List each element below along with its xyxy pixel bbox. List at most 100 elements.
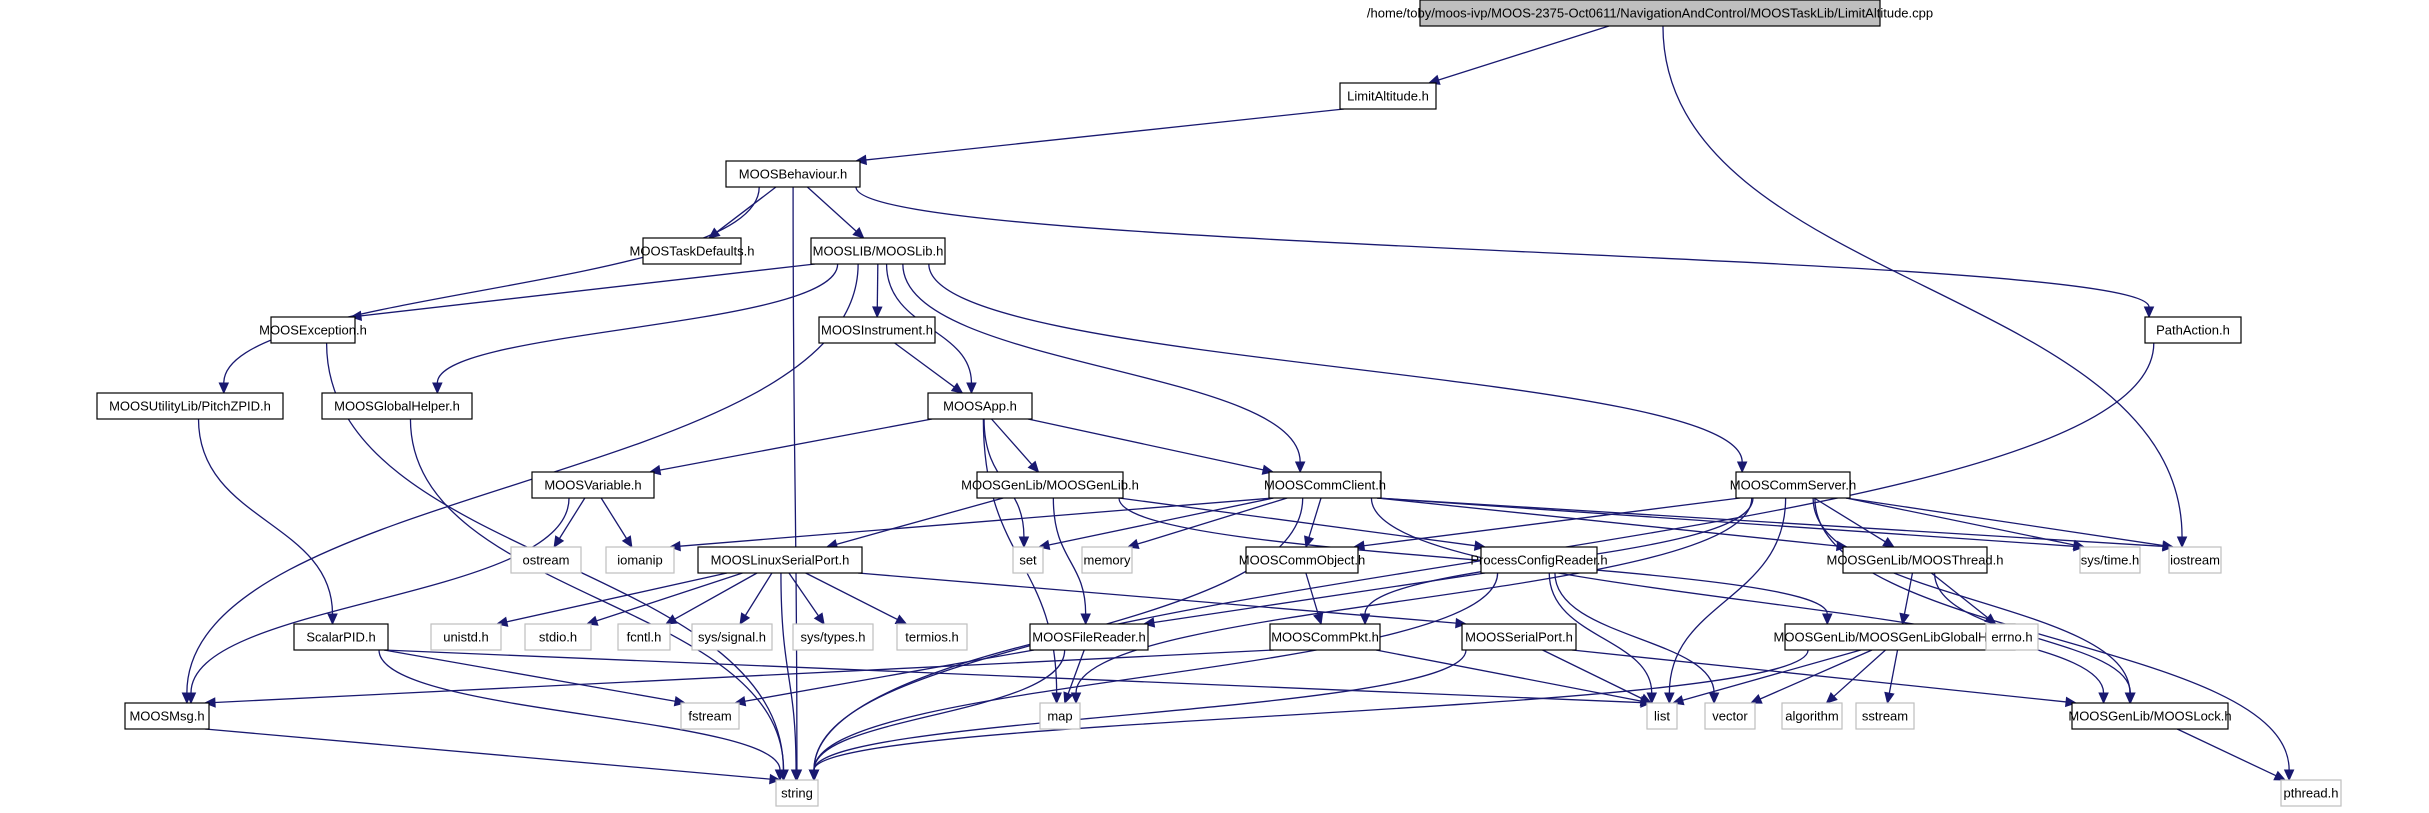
edge-scalarpid-to-fstream <box>383 649 687 707</box>
node-iomanip: iomanip <box>605 546 675 574</box>
arrowhead-icon <box>774 769 786 782</box>
node-box <box>531 471 655 499</box>
node-label: MOOSCommPkt.h <box>1271 630 1379 645</box>
node-limitaltitude[interactable]: LimitAltitude.h <box>1339 82 1437 110</box>
node-moosserialport[interactable]: MOOSSerialPort.h <box>1461 623 1577 651</box>
arrowhead-icon <box>349 310 363 322</box>
node-pitchzpid[interactable]: MOOSUtilityLib/PitchZPID.h <box>96 392 284 420</box>
edge-line <box>1903 572 1914 615</box>
edge-line <box>409 418 785 771</box>
node-pthread: pthread.h <box>2280 779 2342 807</box>
node-box <box>1646 702 1678 730</box>
edge-line <box>1542 649 1643 700</box>
node-mooscommserver[interactable]: MOOSCommServer.h <box>1730 471 1856 499</box>
edge-line <box>805 572 898 621</box>
node-moosinstrument[interactable]: MOOSInstrument.h <box>818 316 936 344</box>
edge-line <box>659 418 933 471</box>
node-box <box>775 779 819 807</box>
node-box <box>524 623 592 651</box>
node-moosvariable[interactable]: MOOSVariable.h <box>531 471 655 499</box>
arrowhead-icon <box>1664 692 1675 705</box>
node-set: set <box>1012 546 1044 574</box>
edge-line <box>1682 649 1862 701</box>
edge-moosserialport-to-list <box>1542 649 1653 704</box>
node-box <box>1855 702 1915 730</box>
edge-mooscommserver-to-mooscommobject <box>1352 497 1741 551</box>
node-label: MOOSGlobalHelper.h <box>334 399 460 414</box>
edge-root-to-iostream <box>1662 25 2188 549</box>
node-box <box>2144 316 2242 344</box>
node-box <box>2280 779 2342 807</box>
node-label: iomanip <box>617 553 663 568</box>
edge-mooscommserver-to-list <box>1664 497 1787 705</box>
node-label: LimitAltitude.h <box>1347 89 1429 104</box>
edge-moosfilereader-to-map <box>1063 649 1085 705</box>
node-moosbehaviour[interactable]: MOOSBehaviour.h <box>725 160 861 188</box>
edge-moosbehaviour-to-pathaction <box>855 186 2155 319</box>
edge-line <box>679 497 1274 547</box>
arrowhead-icon <box>2143 306 2155 319</box>
edge-mooslinuxserialport-to-syssignal <box>739 572 773 626</box>
node-mooscommpkt[interactable]: MOOSCommPkt.h <box>1269 623 1381 651</box>
edge-mooslinuxserialport-to-fcntl <box>664 572 758 625</box>
edge-mooslib-to-moosglobalhelper <box>432 263 839 395</box>
node-moosgenlib[interactable]: MOOSGenLib/MOOSGenLib.h <box>961 471 1139 499</box>
edge-line <box>360 263 816 317</box>
edge-line <box>204 728 771 780</box>
node-label: termios.h <box>905 630 958 645</box>
edge-line <box>1363 497 1741 547</box>
node-box <box>818 316 936 344</box>
node-pathaction[interactable]: PathAction.h <box>2144 316 2242 344</box>
edge-line <box>190 497 570 694</box>
edge-line <box>1375 649 1642 702</box>
node-moosapp[interactable]: MOOSApp.h <box>927 392 1033 420</box>
node-label: MOOSVariable.h <box>544 478 641 493</box>
edge-moosgenlib-to-mooslinuxserialport <box>825 497 1004 550</box>
node-errno: errno.h <box>1985 623 2039 651</box>
node-box <box>725 160 861 188</box>
node-box <box>927 392 1033 420</box>
node-mooscommobject[interactable]: MOOSCommObject.h <box>1239 546 1365 574</box>
arrowhead-icon <box>739 612 751 626</box>
edge-mooscommclient-to-systime <box>1376 497 2086 552</box>
edge-line <box>1308 497 1322 538</box>
node-scalarpid[interactable]: ScalarPID.h <box>293 623 389 651</box>
edge-scalarpid-to-string <box>378 649 786 782</box>
edges-layer <box>181 25 2295 785</box>
node-moosglobalhelper[interactable]: MOOSGlobalHelper.h <box>321 392 473 420</box>
node-box <box>1029 623 1149 651</box>
edge-line <box>902 263 1301 463</box>
node-moostaskdefaults[interactable]: MOOSTaskDefaults.h <box>630 237 755 265</box>
node-label: map <box>1047 709 1072 724</box>
node-label: MOOSCommObject.h <box>1239 553 1365 568</box>
edge-line <box>928 263 1743 463</box>
node-box <box>691 623 773 651</box>
node-box <box>642 237 742 265</box>
node-mooslock[interactable]: MOOSGenLib/MOOSLock.h <box>2068 702 2232 730</box>
node-root[interactable]: /home/toby/moos-ivp/MOOS-2375-Oct0611/Na… <box>1367 0 1933 27</box>
edge-line <box>1052 497 1087 615</box>
edge-line <box>214 649 1275 704</box>
arrowhead-icon <box>1359 613 1371 626</box>
node-moosthread[interactable]: MOOSGenLib/MOOSThread.h <box>1826 546 2004 574</box>
edge-line <box>1137 497 1288 545</box>
node-moosfilereader[interactable]: MOOSFileReader.h <box>1029 623 1149 651</box>
node-mooslinuxserialport[interactable]: MOOSLinuxSerialPort.h <box>697 546 863 574</box>
edge-moosvariable-to-moosmsg <box>185 497 570 705</box>
node-label: MOOSGenLib/MOOSGenLibGlobalHelper.h <box>1774 630 2027 645</box>
node-box <box>605 546 675 574</box>
node-mooscommclient[interactable]: MOOSCommClient.h <box>1264 471 1386 499</box>
edge-line <box>813 649 1809 771</box>
arrowhead-icon <box>1126 538 1140 549</box>
node-moosmsg[interactable]: MOOSMsg.h <box>124 702 210 730</box>
node-mooslib[interactable]: MOOSLIB/MOOSLib.h <box>810 237 946 265</box>
node-label: sys/time.h <box>2081 553 2140 568</box>
node-moosexception[interactable]: MOOSException.h <box>259 316 367 344</box>
edge-scalarpid-to-list <box>383 649 1653 708</box>
edge-mooslib-to-moosinstrument <box>872 263 883 319</box>
arrowhead-icon <box>2065 696 2078 708</box>
edge-line <box>436 263 839 384</box>
arrowhead-icon <box>185 692 197 705</box>
edge-line <box>1554 572 1715 694</box>
node-processconfigreader[interactable]: ProcessConfigReader.h <box>1470 546 1608 574</box>
